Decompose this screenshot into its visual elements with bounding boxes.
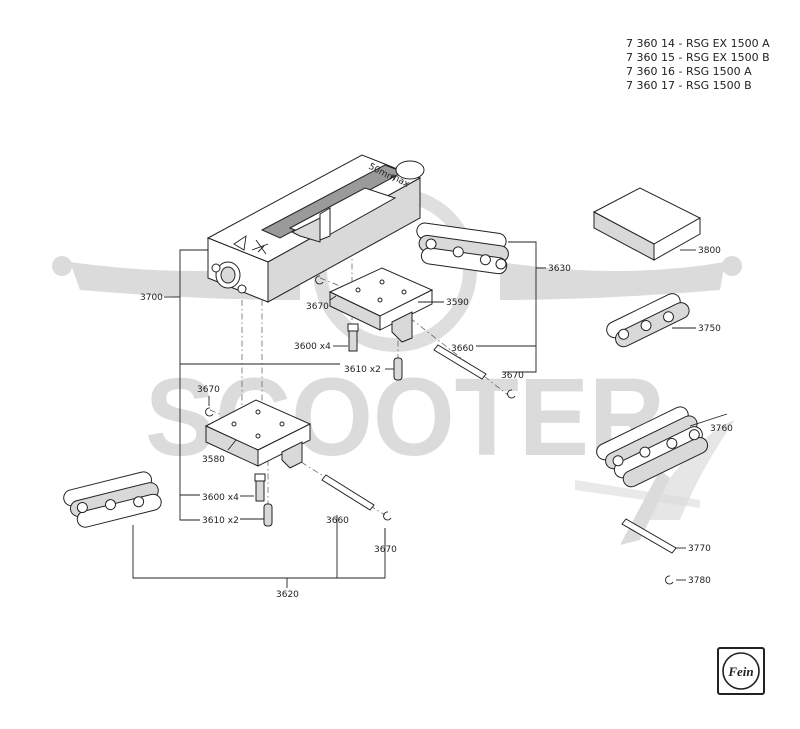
model-line: 7 360 14 - RSG EX 1500 A	[626, 37, 770, 50]
label-3630: 3630	[548, 264, 571, 274]
pin-3660-bottom[interactable]	[321, 474, 375, 511]
label-3670: 3670	[197, 385, 220, 395]
chain-3760[interactable]	[594, 402, 710, 494]
pin-3610-top[interactable]	[393, 357, 403, 381]
label-3610: 3610 x2	[344, 365, 381, 375]
label-3670: 3670	[374, 545, 397, 555]
label-3670: 3670	[501, 371, 524, 381]
pin-3660-top[interactable]	[433, 344, 487, 380]
label-3610: 3610 x2	[202, 516, 239, 526]
label-3600: 3600 x4	[202, 493, 239, 503]
logo-text: Fein	[727, 664, 753, 679]
chain-3630[interactable]	[412, 222, 511, 275]
fein-logo: Fein	[717, 647, 765, 695]
model-list: 7 360 14 - RSG EX 1500 A 7 360 15 - RSG …	[626, 37, 770, 93]
label-3780: 3780	[688, 576, 711, 586]
screw-3600-bottom[interactable]	[254, 473, 266, 502]
label-3590: 3590	[446, 298, 469, 308]
plate-3590[interactable]	[328, 267, 434, 343]
label-3800: 3800	[698, 246, 721, 256]
label-3660: 3660	[451, 344, 474, 354]
chain-3620[interactable]	[62, 469, 163, 531]
screw-3600-top[interactable]	[347, 323, 359, 352]
clip-3670[interactable]	[205, 275, 674, 585]
label-3750: 3750	[698, 324, 721, 334]
label-3600: 3600 x4	[294, 342, 331, 352]
label-3620: 3620	[276, 590, 299, 600]
pin-3610-bottom[interactable]	[263, 503, 273, 527]
label-3660: 3660	[326, 516, 349, 526]
plate-3580[interactable]	[204, 399, 312, 469]
main-housing-3700[interactable]: 50mm max	[206, 154, 425, 303]
chain-3750[interactable]	[604, 289, 692, 351]
block-3800[interactable]	[592, 187, 702, 261]
label-3670: 3670	[306, 302, 329, 312]
model-line: 7 360 17 - RSG 1500 B	[626, 79, 752, 92]
part-labels: 3700 3670 3590 3600 x4 3610 x2 3660 3670…	[140, 246, 733, 600]
label-3770: 3770	[688, 544, 711, 554]
leader-lines	[132, 241, 728, 588]
label-3700: 3700	[140, 293, 163, 303]
model-line: 7 360 15 - RSG EX 1500 B	[626, 51, 770, 64]
label-3580: 3580	[202, 455, 225, 465]
label-3760: 3760	[710, 424, 733, 434]
model-line: 7 360 16 - RSG 1500 A	[626, 65, 752, 78]
